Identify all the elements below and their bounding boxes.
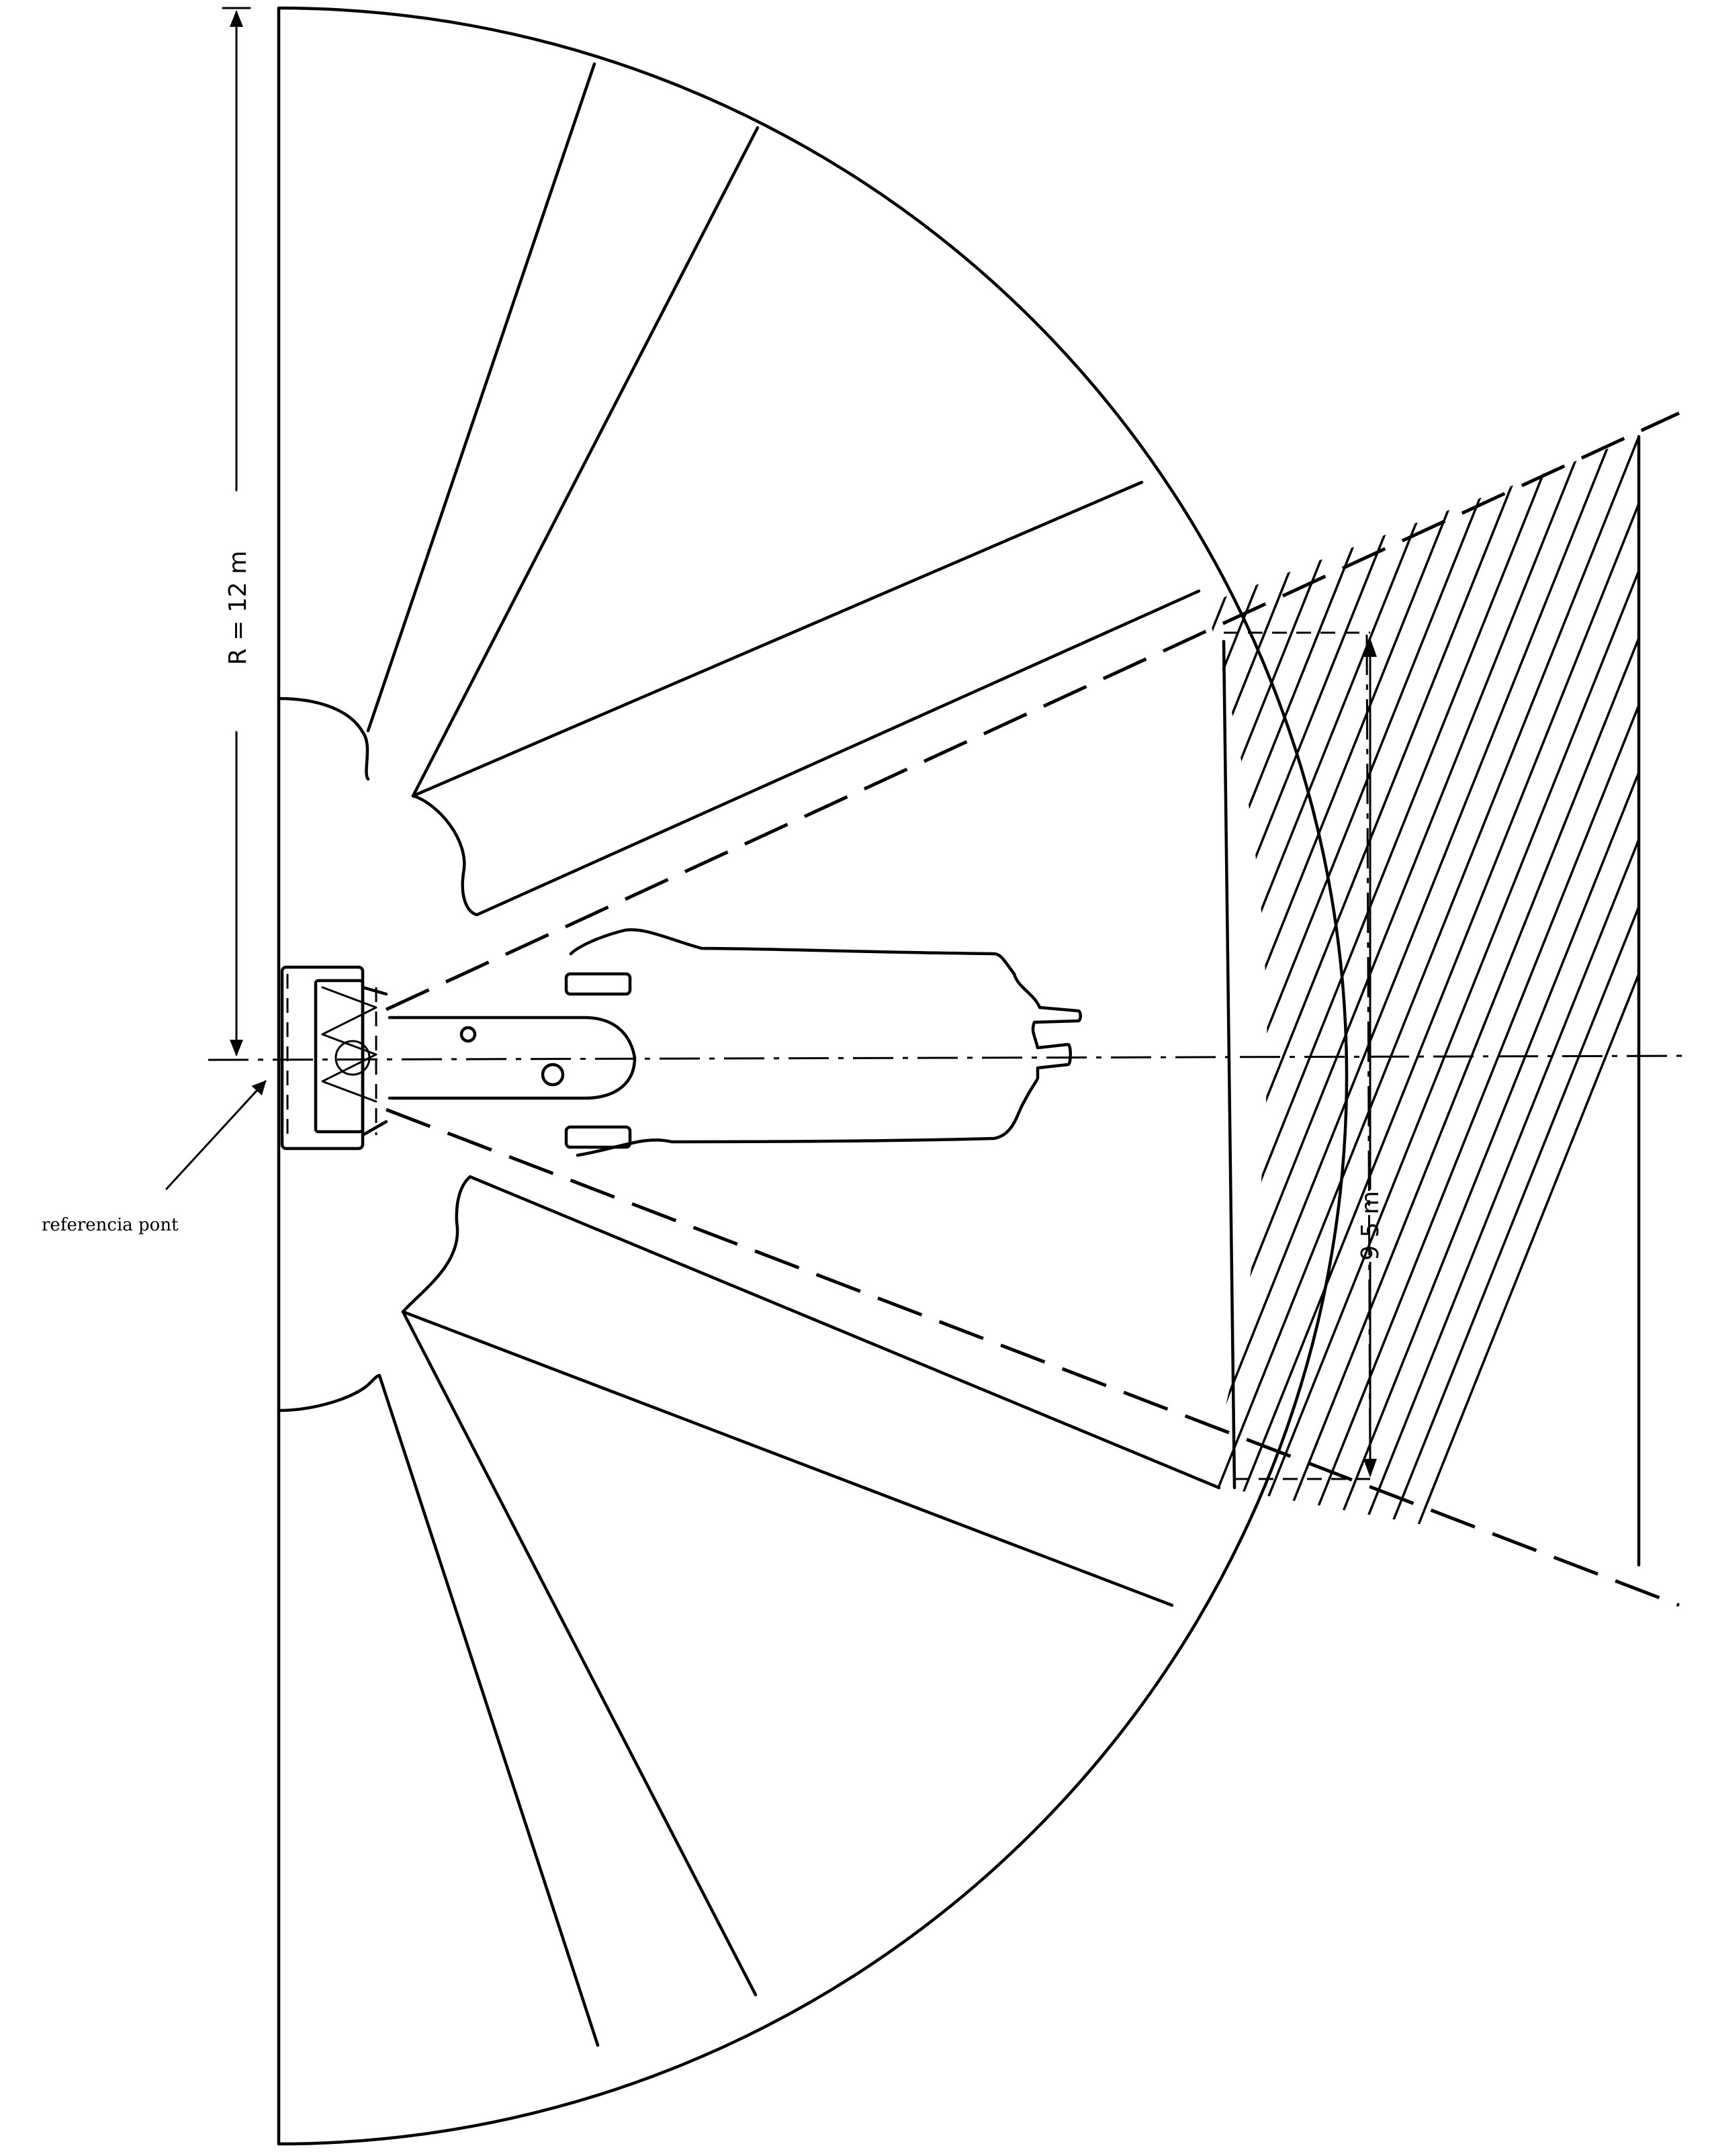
- reference-point-label: referencia pont: [42, 1215, 179, 1235]
- radius-label: R = 12 m: [224, 551, 252, 665]
- hatch-line: [1206, 437, 1546, 1565]
- hatch-line: [1206, 437, 1304, 1565]
- hatch-line: [1206, 437, 1519, 1565]
- hatch-line: [685, 403, 1169, 1612]
- hatch-line: [1302, 437, 1639, 1565]
- hatch-line: [1382, 437, 1639, 1565]
- hatch-line: [1355, 437, 1639, 1565]
- sightline-upper: [385, 411, 1680, 1012]
- hatch-line: [1206, 437, 1385, 1565]
- width-dimension: 9·5 m: [1357, 638, 1384, 1478]
- reference-pointer: referencia pont: [42, 1080, 267, 1235]
- vehicle-body: [569, 928, 1082, 1157]
- sightline-lower: [386, 1108, 1680, 1607]
- hatch-line: [604, 403, 1088, 1612]
- zone-line-9-5m: [1222, 639, 1236, 1490]
- hatch-line: [1206, 437, 1251, 1565]
- hatch-line: [1206, 437, 1573, 1565]
- hatch-line: [524, 403, 1007, 1612]
- centerline: [208, 1054, 1683, 1061]
- wheel-lower: [564, 1125, 632, 1149]
- hatch-line: [1206, 437, 1277, 1565]
- operator-cab: [280, 965, 388, 1151]
- hatch-line: [551, 403, 1034, 1612]
- hatch-line: [1329, 437, 1639, 1565]
- hatch-line: [1206, 437, 1600, 1565]
- hatch-line: [1206, 437, 1412, 1565]
- hatch-line: [1206, 437, 1627, 1565]
- upper-zones: [277, 62, 1201, 917]
- hatch-line: [1275, 437, 1639, 1565]
- radius-dimension: R = 12 m: [222, 7, 252, 1057]
- width-label: 9·5 m: [1357, 1191, 1384, 1261]
- hatch-line: [1206, 437, 1439, 1565]
- hatch-line: [578, 403, 1061, 1612]
- hatched-area: [524, 403, 1639, 1612]
- pivot-large: [541, 1063, 565, 1087]
- hatch-line: [1206, 437, 1331, 1565]
- hatch-line: [1206, 437, 1639, 1565]
- hatch-line: [1206, 437, 1358, 1565]
- hatch-line: [1248, 437, 1639, 1565]
- wheel-upper: [564, 972, 632, 996]
- hatch-line: [1206, 437, 1224, 1565]
- hatch-line: [658, 403, 1142, 1612]
- hatch-line: [1221, 437, 1639, 1565]
- hatch-line: [1206, 437, 1639, 1565]
- lower-zones: [277, 1175, 1221, 2047]
- hatch-line: [712, 403, 1196, 1612]
- outer-arc: [277, 6, 1349, 2146]
- pivot-small: [459, 1026, 477, 1043]
